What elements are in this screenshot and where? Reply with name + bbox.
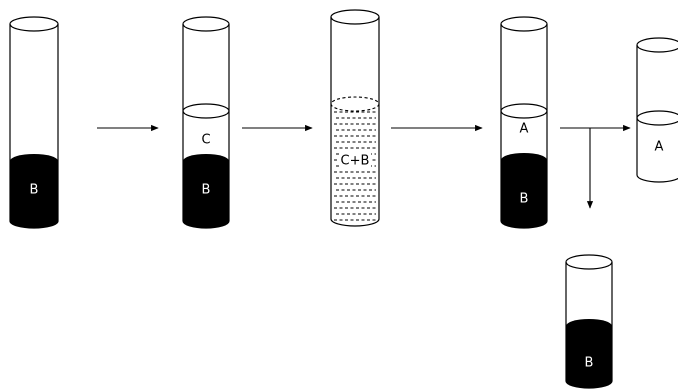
- tube-6-rim: [565, 254, 613, 270]
- tube-1-rim: [9, 16, 59, 32]
- tube-5-layer-top: [636, 110, 678, 126]
- tube-4-dense-layer: [501, 160, 547, 228]
- tube-3: C+B: [330, 9, 380, 227]
- tube-6: B: [565, 254, 613, 389]
- tube-3-label-mix: C+B: [341, 154, 370, 169]
- tube-2-label-c: C: [201, 133, 210, 148]
- tube-4: A B: [500, 16, 548, 229]
- tube-4-label-b: B: [520, 192, 529, 207]
- tube-6-dense-layer: [566, 326, 612, 388]
- tube-5-outline: [636, 45, 678, 183]
- tube-4-rim: [500, 16, 548, 32]
- tube-5-label-a: A: [655, 140, 664, 155]
- tube-2-light-layer-top: [182, 103, 230, 119]
- tube-4-outline: [500, 24, 548, 229]
- tube-1: B: [9, 16, 59, 229]
- tube-1-outline: [9, 24, 59, 229]
- tube-6-outline: [565, 262, 613, 389]
- tube-2-dense-layer: [183, 161, 229, 228]
- tube-1-layer-top: [10, 154, 58, 168]
- tube-1-dense-layer: [10, 161, 58, 228]
- tube-4-dense-top: [501, 153, 547, 167]
- tube-6-dense-top: [566, 319, 612, 333]
- tube-2-dense-top: [183, 154, 229, 168]
- tube-3-mix-top: [330, 96, 380, 112]
- tube-5: A: [636, 37, 678, 183]
- tube-2: C B: [182, 16, 230, 229]
- tube-2-outline: [182, 24, 230, 229]
- tube-4-label-a: A: [520, 122, 529, 137]
- tube-3-rim: [330, 9, 380, 25]
- tube-3-label-bg: [339, 153, 371, 169]
- tube-3-outline: [330, 17, 380, 227]
- tube-2-label-b: B: [202, 183, 211, 198]
- tube-5-rim: [636, 37, 678, 53]
- tube-1-label-b: B: [30, 183, 39, 198]
- tube-6-label-b: B: [585, 356, 594, 371]
- tube-2-rim: [182, 16, 230, 32]
- tube-4-light-layer-top: [500, 103, 548, 119]
